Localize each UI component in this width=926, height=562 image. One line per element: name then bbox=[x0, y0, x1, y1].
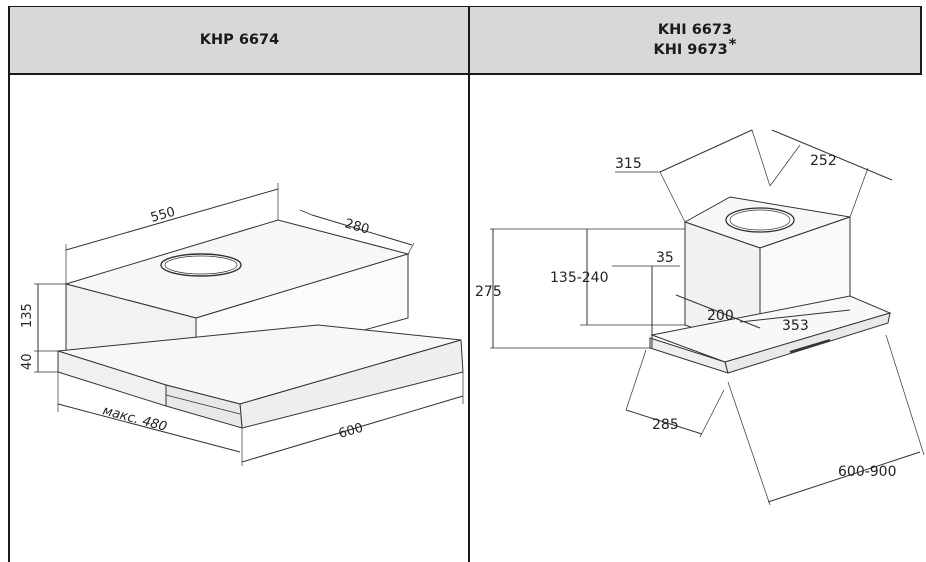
model-name-right-1: KHI 6673 bbox=[657, 21, 733, 38]
dim-line-600 bbox=[241, 395, 464, 463]
model-name-left: KHP 6674 bbox=[199, 31, 280, 48]
left-duct-opening bbox=[160, 253, 242, 277]
dim-line-285 bbox=[625, 409, 703, 435]
label-315: 315 bbox=[615, 156, 642, 172]
dim-line-315 bbox=[659, 129, 753, 173]
table-right-border bbox=[920, 6, 922, 73]
header-cell-left: KHP 6674 bbox=[10, 7, 469, 73]
dim-line-353 bbox=[739, 309, 851, 323]
model-name-right-2: KHI 9673 bbox=[653, 41, 728, 58]
right-duct-opening bbox=[725, 207, 795, 233]
label-275: 275 bbox=[475, 284, 502, 300]
column-divider bbox=[468, 6, 470, 562]
header-bottom-border bbox=[8, 73, 922, 75]
dim-line-280 bbox=[311, 214, 413, 246]
label-135-240: 135-240 bbox=[550, 270, 609, 286]
label-40: 40 bbox=[20, 353, 35, 370]
label-135: 135 bbox=[20, 303, 35, 328]
label-252: 252 bbox=[810, 153, 837, 169]
right-panel-side-face bbox=[724, 312, 891, 374]
label-285: 285 bbox=[652, 417, 679, 433]
dim-line-600-900 bbox=[767, 451, 921, 503]
footnote-mark: * bbox=[728, 34, 737, 53]
label-600-900: 600-900 bbox=[838, 464, 897, 480]
label-550: 550 bbox=[149, 205, 177, 226]
dim-line-200 bbox=[675, 294, 761, 329]
model-name-right-2-row: KHI 9673* bbox=[653, 35, 736, 60]
dim-line-480 bbox=[57, 403, 241, 453]
table-top-border bbox=[8, 6, 922, 7]
label-353: 353 bbox=[782, 318, 809, 334]
dim-line-550 bbox=[65, 188, 279, 251]
header-cell-right: KHI 6673 KHI 9673* bbox=[470, 7, 920, 73]
table-left-border bbox=[8, 6, 10, 562]
label-600: 600 bbox=[337, 421, 365, 442]
label-280: 280 bbox=[343, 216, 371, 237]
label-35: 35 bbox=[656, 250, 674, 266]
label-200: 200 bbox=[707, 308, 734, 324]
dim-line-252 bbox=[771, 129, 893, 181]
